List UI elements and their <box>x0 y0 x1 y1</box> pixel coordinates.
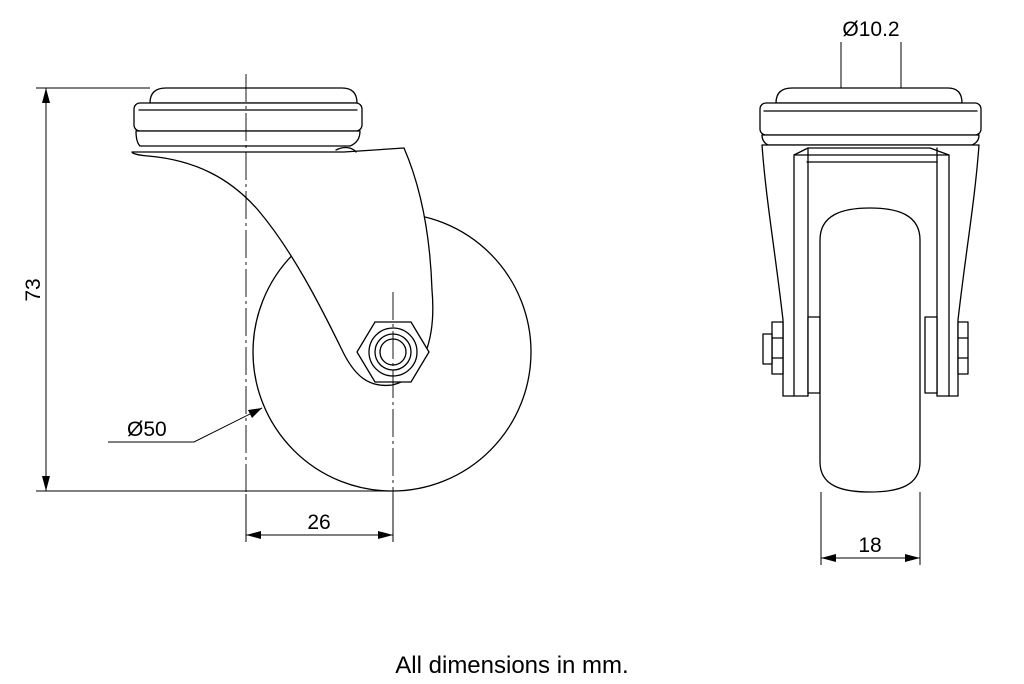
offset-dimension: 26 <box>245 494 394 542</box>
front-right-bushing <box>924 316 938 394</box>
wheel-width-label: 18 <box>858 534 881 557</box>
front-axle-bolt-head <box>762 321 784 375</box>
wheel-diameter-dimension: Ø50 <box>108 407 263 443</box>
side-top-plate <box>133 87 363 147</box>
front-axle-nut <box>957 321 969 375</box>
height-dimension-label: 73 <box>22 278 45 301</box>
front-left-bushing <box>807 316 821 394</box>
bolt-diameter-label: Ø10.2 <box>842 18 899 41</box>
units-caption: All dimensions in mm. <box>395 652 629 679</box>
wheel-diameter-label: Ø50 <box>127 418 167 441</box>
bolt-diameter-dimension: Ø10.2 <box>840 18 902 88</box>
height-dimension: 73 <box>22 87 392 492</box>
wheel-width-dimension: 18 <box>820 492 921 565</box>
offset-dimension-label: 26 <box>307 511 330 534</box>
side-fork <box>131 147 434 387</box>
front-view <box>759 87 982 493</box>
front-wheel <box>819 207 921 493</box>
side-view <box>131 74 532 500</box>
front-top-plate <box>759 87 982 146</box>
